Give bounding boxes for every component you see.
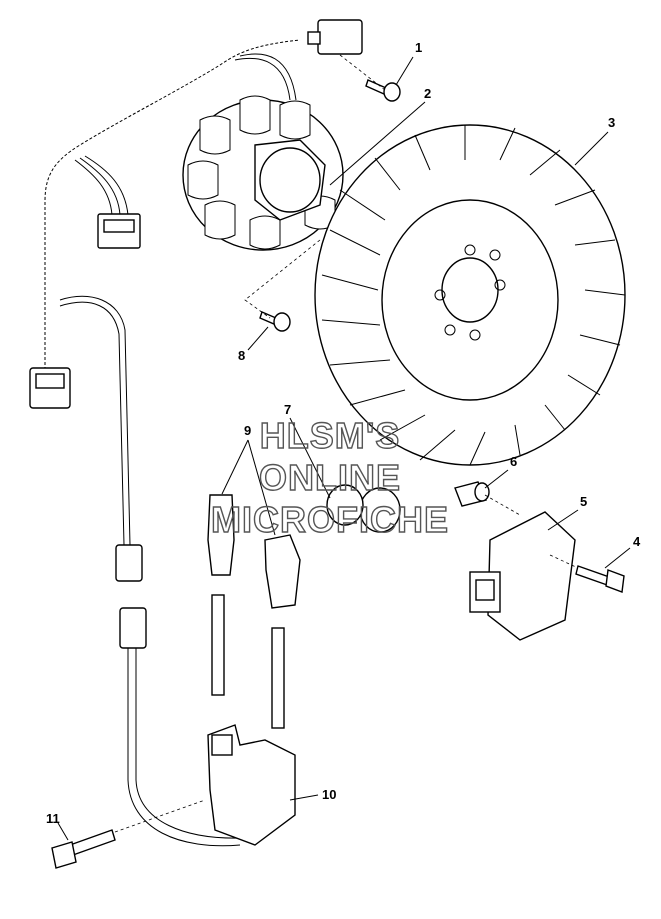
callout-leaders xyxy=(57,56,631,841)
stator xyxy=(182,95,344,251)
watermark: HLSM'S ONLINE MICROFICHE xyxy=(210,414,449,540)
wiring-harness xyxy=(29,19,363,847)
screw-8 xyxy=(244,239,321,332)
callout-8: 8 xyxy=(238,348,245,363)
bushing-6 xyxy=(454,481,521,516)
callout-labels: 1 2 3 4 5 6 7 8 9 10 11 xyxy=(46,40,641,826)
screw-1 xyxy=(339,54,401,102)
bolt-11 xyxy=(51,799,206,869)
callout-4: 4 xyxy=(633,534,641,549)
watermark-line-2: ONLINE xyxy=(259,457,401,498)
bolt-4 xyxy=(549,554,625,593)
callout-11: 11 xyxy=(46,811,60,826)
spark-plug-caps xyxy=(207,494,301,609)
callout-6: 6 xyxy=(510,454,517,469)
flywheel xyxy=(314,124,626,466)
callout-9: 9 xyxy=(244,423,251,438)
callout-7: 7 xyxy=(284,402,291,417)
ignition-coil xyxy=(207,594,296,846)
callout-10: 10 xyxy=(322,787,336,802)
voltage-regulator xyxy=(469,511,576,641)
callout-5: 5 xyxy=(580,494,587,509)
callout-1: 1 xyxy=(415,40,422,55)
callout-2: 2 xyxy=(424,86,431,101)
watermark-line-3: MICROFICHE xyxy=(211,499,449,540)
callout-3: 3 xyxy=(608,115,615,130)
watermark-line-1: HLSM'S xyxy=(260,415,401,456)
mounting-bushings-7 xyxy=(326,484,401,533)
